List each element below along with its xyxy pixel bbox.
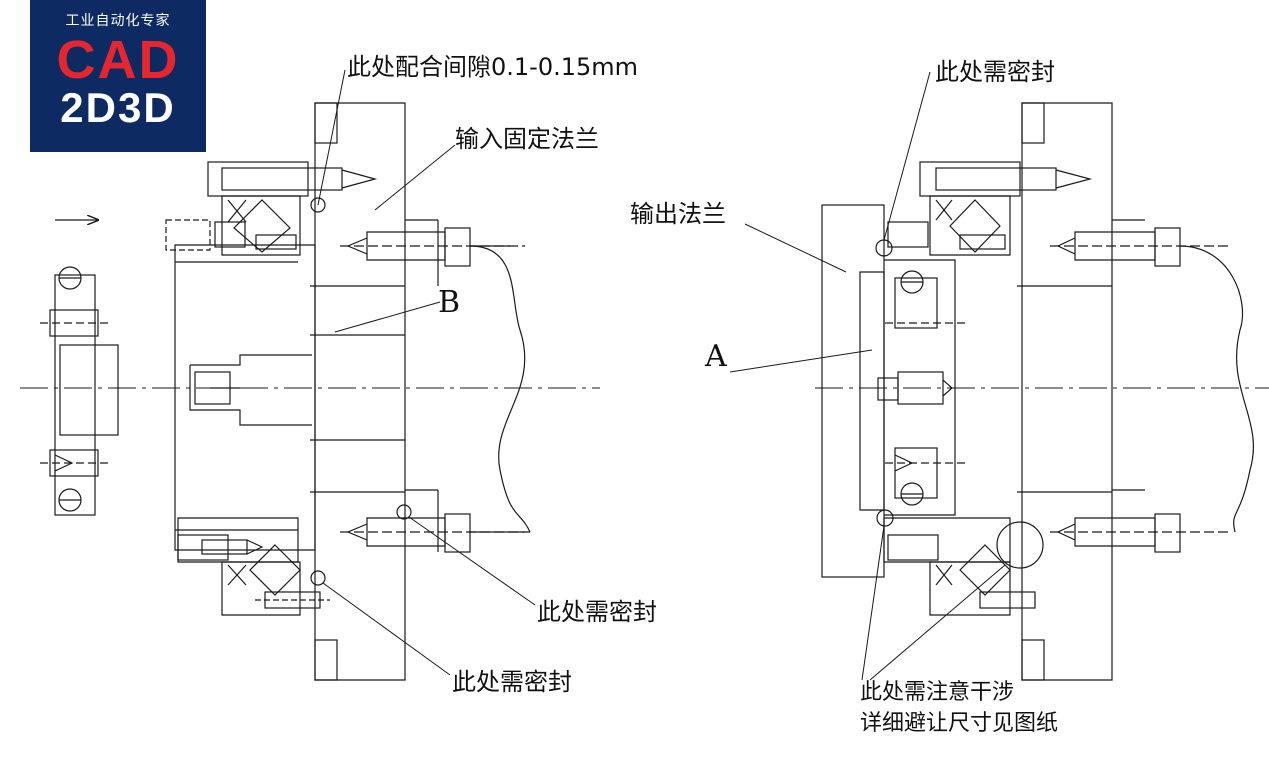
logo-brand-bottom: 2D3D	[60, 84, 176, 131]
label-a: A	[704, 339, 727, 374]
left-assembly-drawing	[20, 69, 600, 681]
right-bottom-bearing	[883, 517, 1036, 616]
left-bottom-bearing	[177, 517, 330, 616]
callout-seal-left-1: 此处需密封	[537, 598, 657, 626]
note-interference-line1: 此处需注意干涉	[860, 680, 1014, 705]
callout-output-flange: 输出法兰	[630, 200, 726, 228]
right-inner-hub	[877, 270, 965, 506]
callout-seal-right: 此处需密封	[935, 58, 1055, 86]
brand-logo: 工业自动化专家 CAD 2D3D	[30, 0, 206, 152]
callout-clearance: 此处配合间隙0.1-0.15mm	[347, 53, 638, 81]
input-fixed-flange	[310, 102, 439, 681]
callout-input-flange: 输入固定法兰	[455, 125, 599, 153]
left-input-bolts	[340, 227, 525, 553]
output-flange	[821, 204, 956, 578]
left-small-flange	[40, 266, 119, 516]
logo-brand-top: CAD	[56, 30, 180, 90]
label-b: B	[438, 285, 460, 320]
left-main-body	[174, 244, 316, 551]
note-interference-line2: 详细避让尺寸见图纸	[860, 711, 1058, 736]
right-bolts	[1050, 227, 1230, 553]
right-assembly-drawing	[729, 71, 1269, 681]
logo-subtitle: 工业自动化专家	[65, 13, 171, 29]
right-fixed-flange	[1017, 102, 1145, 681]
left-top-bearing	[165, 161, 378, 256]
callout-seal-left-2: 此处需密封	[452, 668, 572, 696]
right-top-bearing	[887, 161, 1093, 256]
